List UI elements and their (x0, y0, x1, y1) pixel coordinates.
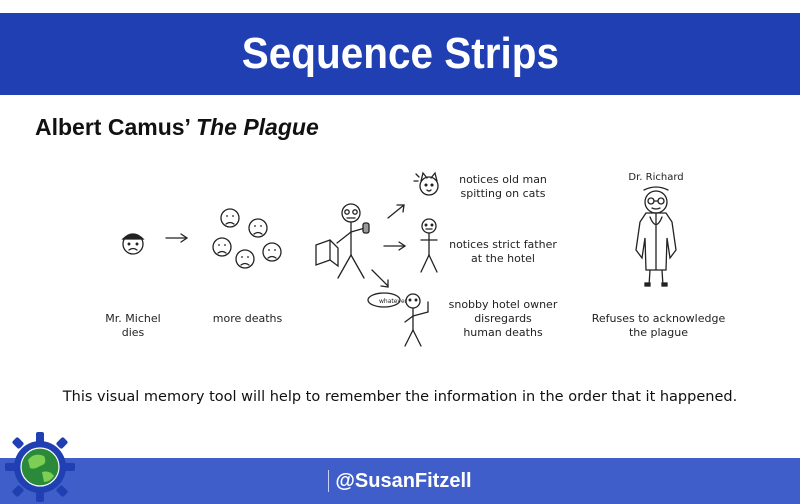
hotel-owner-figure-icon (367, 292, 429, 347)
subtitle-author: Albert Camus’ (35, 114, 190, 140)
cat-face-icon (413, 171, 439, 196)
subtitle-book: The Plague (196, 114, 319, 140)
sad-faces-icon (212, 208, 282, 269)
slide-title: Sequence Strips (241, 29, 559, 78)
footer-handle: @SusanFitzell (0, 458, 800, 504)
arrow-right-icon (165, 233, 189, 243)
doctor-figure-icon (635, 186, 677, 287)
arrow-up-right-icon (387, 204, 405, 219)
reporter-figure-icon (315, 203, 370, 279)
branch-old-man-label: notices old man spitting on cats (459, 173, 547, 200)
slide-subtitle: Albert Camus’ The Plague (35, 114, 319, 141)
doctor-name: Dr. Richard (628, 172, 684, 183)
handle-text: @SusanFitzell (335, 469, 472, 492)
father-figure-icon (420, 218, 438, 273)
footer-banner (0, 458, 800, 504)
branch-father-label: notices strict father at the hotel (449, 238, 557, 265)
arrow-right-icon-2 (383, 241, 407, 251)
speech-bubble-text: whatever (379, 298, 408, 305)
gear-globe-logo-icon (5, 432, 75, 502)
handle-separator (328, 470, 330, 492)
branch-owner-label: snobby hotel owner disregards human deat… (448, 298, 558, 339)
arrow-down-right-icon (371, 269, 389, 288)
michel-face-icon (121, 233, 145, 255)
slide-caption: This visual memory tool will help to rem… (62, 389, 738, 405)
michel-label: Mr. Michel dies (105, 312, 161, 339)
deaths-label: more deaths (212, 312, 283, 325)
doctor-label: Refuses to acknowledge the plague (591, 312, 726, 339)
header-banner: Sequence Strips (0, 13, 800, 95)
